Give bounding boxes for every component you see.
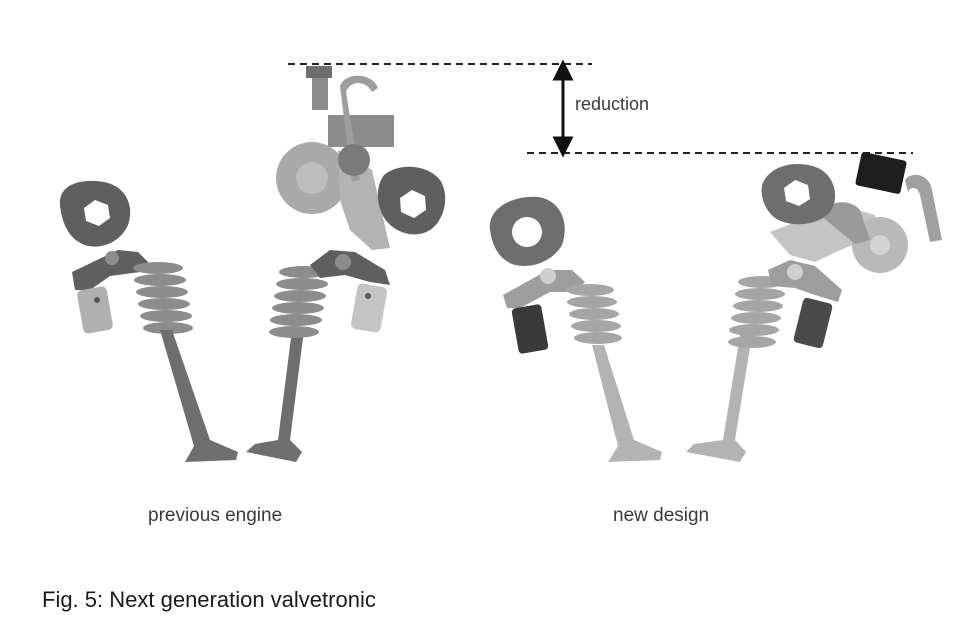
previous-exhaust-cam <box>377 166 446 235</box>
new-exhaust-valve <box>686 335 752 462</box>
previous-engine-label: previous engine <box>148 505 283 526</box>
previous-exhaust-valve <box>246 330 304 462</box>
new-exhaust-cam <box>761 163 836 225</box>
new-intake-rocker <box>503 270 585 308</box>
previous-intake-valve <box>160 330 238 462</box>
new-intake-spring <box>566 284 622 344</box>
figure-caption: Fig. 5: Next generation valvetronic <box>42 587 376 612</box>
new-eccentric-shaft-group <box>770 174 942 273</box>
reduction-label: reduction <box>575 94 650 114</box>
new-intake-valve <box>592 345 662 462</box>
new-exhaust-spring <box>728 276 786 348</box>
previous-exhaust-rocker <box>310 250 390 285</box>
new-exhaust-roller <box>787 264 803 280</box>
new-design-assembly <box>489 152 942 462</box>
previous-eccentric-shaft-group <box>276 66 394 250</box>
previous-intake-lash-adjuster <box>77 286 113 334</box>
previous-intake-rocker <box>72 250 148 290</box>
previous-exhaust-roller <box>335 254 351 270</box>
previous-intake-roller <box>105 251 119 265</box>
previous-intake-cam <box>59 180 131 247</box>
new-actuator-block <box>855 152 907 194</box>
previous-intake-spring <box>133 262 193 334</box>
previous-exhaust-spring <box>269 266 329 338</box>
new-design-label: new design <box>613 505 710 526</box>
new-intake-cam <box>489 196 565 266</box>
previous-exhaust-lash-adjuster <box>351 283 387 333</box>
new-intake-lash-adjuster <box>511 304 549 354</box>
new-intake-roller <box>540 268 556 284</box>
previous-engine-assembly <box>59 66 446 462</box>
new-exhaust-rocker <box>768 260 842 302</box>
new-exhaust-lash-adjuster <box>793 297 833 349</box>
